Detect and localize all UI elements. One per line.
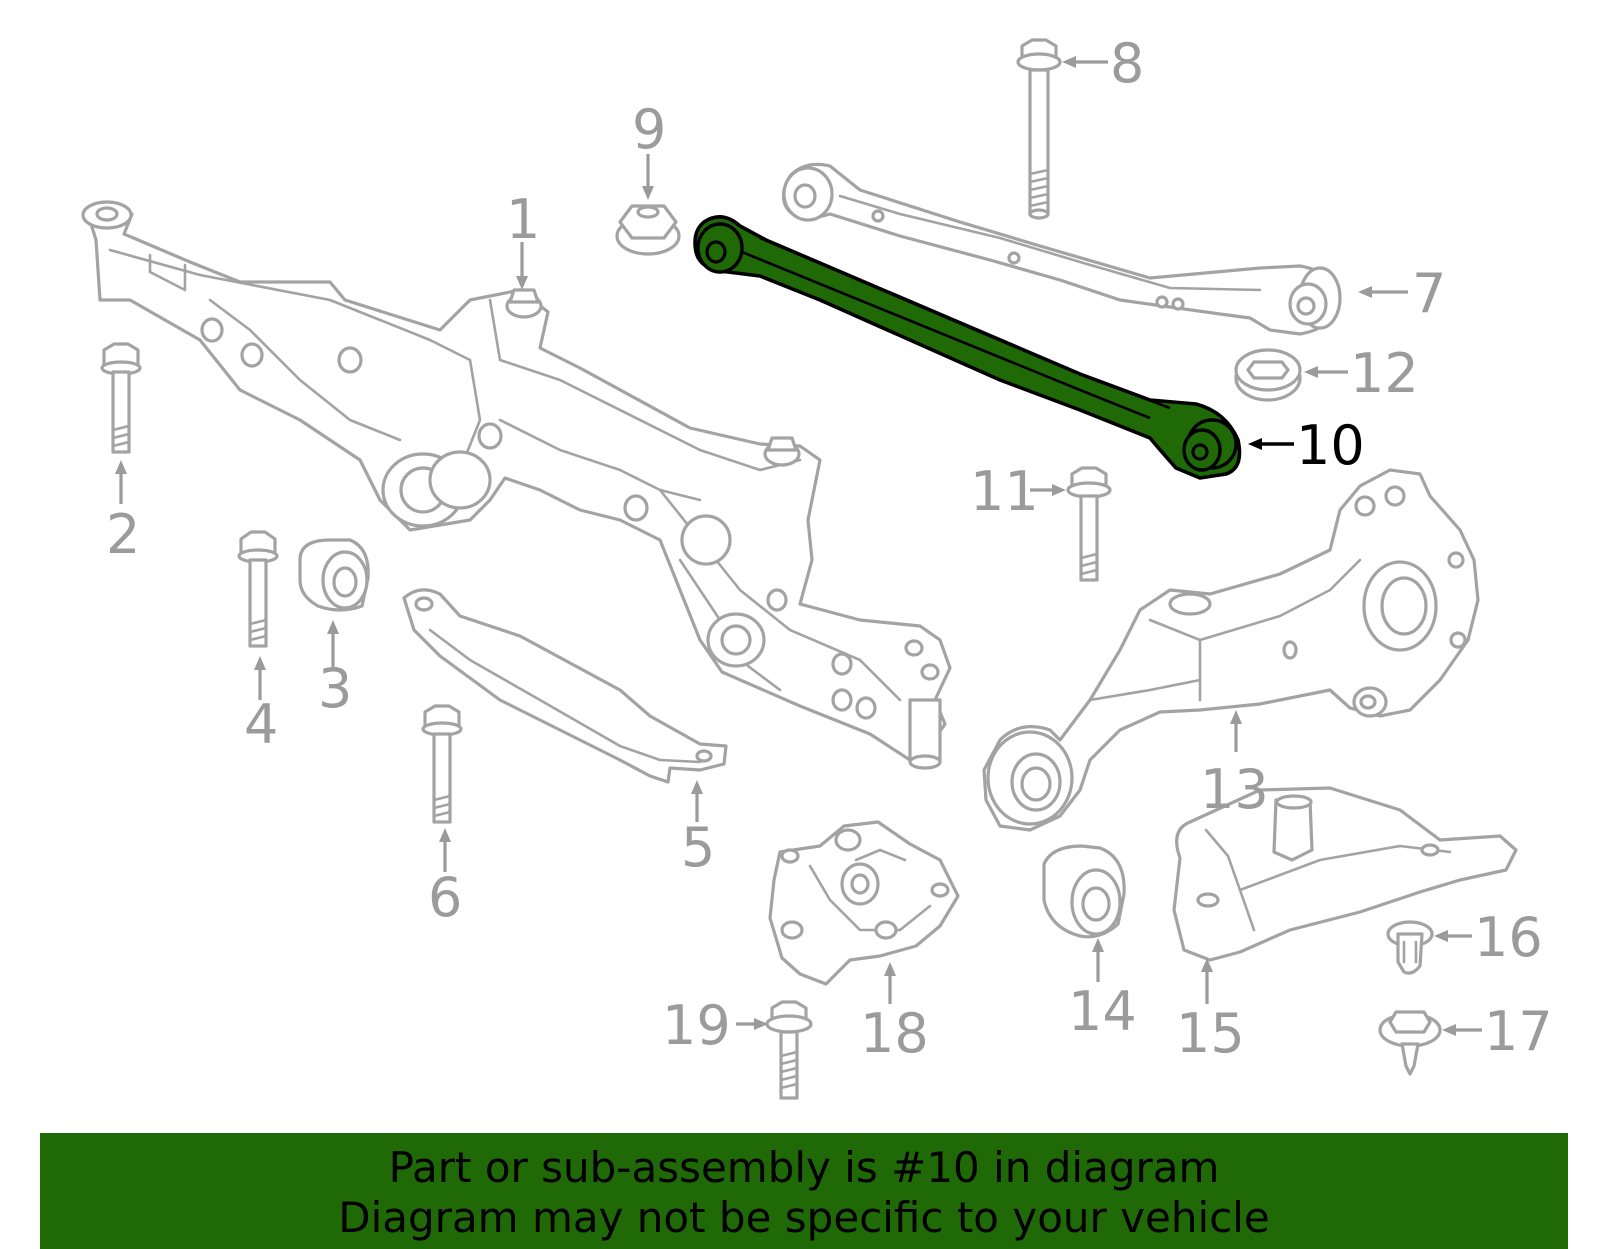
callout-15: 15 [1176,1002,1245,1065]
part-10-link-arm [693,215,1242,480]
callout-14: 14 [1068,980,1137,1043]
callout-8: 8 [1110,32,1144,95]
part-8-bolt [1016,38,1062,220]
callout-1: 1 [506,188,540,251]
part-12-washer [1234,348,1302,402]
part-1-subframe [81,200,952,770]
callout-16: 16 [1474,906,1543,969]
callout-12: 12 [1350,342,1419,405]
leader-arrows [115,56,1482,1036]
part-14-bushing [1042,844,1126,939]
part-17-screw [1378,1010,1442,1076]
part-2-bolt [100,342,142,454]
banner-line-1: Part or sub-assembly is #10 in diagram [388,1143,1220,1192]
callout-2: 2 [106,503,140,566]
part-11-bolt [1066,466,1112,582]
notice-banner: Part or sub-assembly is #10 in diagram D… [40,1133,1568,1249]
part-16-clip [1386,920,1434,975]
part-13-knuckle [982,468,1480,832]
part-9-nut [615,204,681,256]
callout-6: 6 [428,866,462,929]
part-4-bolt [237,530,279,648]
callout-11: 11 [970,460,1039,523]
part-15-spring-seat [1172,786,1518,962]
callout-labels: 1 2 3 4 5 6 7 8 9 10 11 12 13 14 15 16 1… [106,32,1553,1065]
callout-18: 18 [860,1002,929,1065]
part-6-bolt [421,704,463,824]
callout-5: 5 [681,816,715,879]
part-5-brace [402,588,728,784]
part-19-bolt [765,1000,813,1100]
part-18-mount [768,820,960,986]
callout-3: 3 [318,657,352,720]
banner-line-2: Diagram may not be specific to your vehi… [338,1193,1270,1242]
part-3-bushing [298,538,370,612]
callout-4: 4 [244,693,278,756]
callout-13: 13 [1200,758,1269,821]
callout-7: 7 [1412,262,1446,325]
callout-10: 10 [1296,414,1365,477]
callout-9: 9 [632,98,666,161]
callout-17: 17 [1484,1000,1553,1063]
part-7-control-arm [781,162,1342,336]
callout-19: 19 [662,994,731,1057]
